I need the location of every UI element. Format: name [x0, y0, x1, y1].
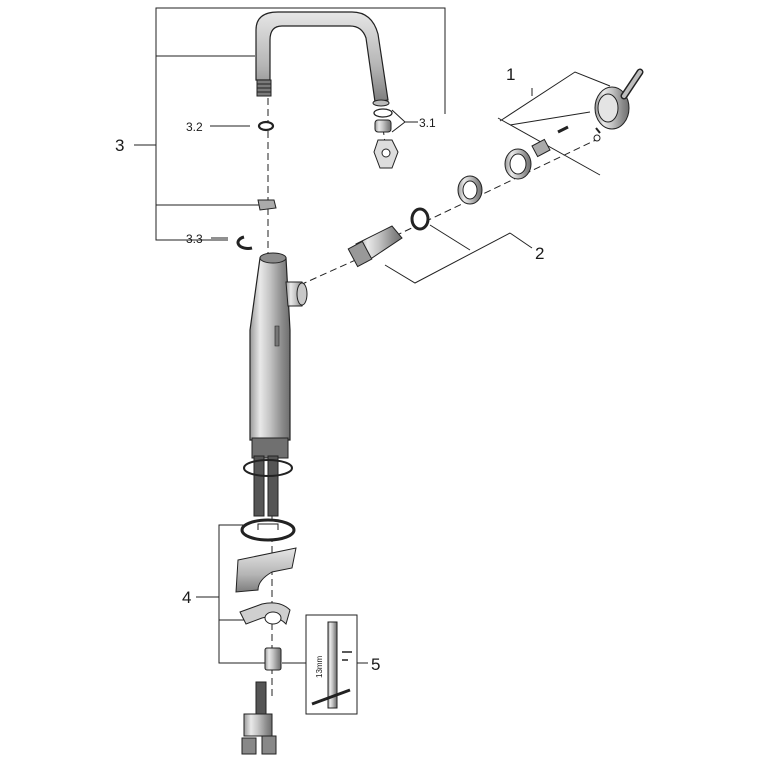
cartridge-seal [410, 207, 430, 231]
callout-4: 4 [182, 588, 191, 607]
tool-size-label: 13mm [315, 655, 324, 678]
handle-adapter [531, 138, 551, 158]
callout-1: 1 [506, 65, 515, 84]
callout-5: 5 [371, 655, 380, 674]
handle-assembly [531, 68, 644, 158]
aerator-insert [374, 119, 392, 133]
aerator-ring [373, 108, 393, 118]
o-ring-3-2 [257, 120, 275, 132]
mounting-gasket [240, 518, 296, 542]
faucet-body [249, 252, 308, 459]
mounting-nut [264, 647, 282, 671]
wrench-tool [305, 614, 358, 715]
spout-retaining-clip [257, 199, 277, 211]
mounting-bracket [235, 547, 297, 593]
flex-hoses [241, 455, 293, 755]
clip-3-3 [236, 235, 253, 250]
spout [255, 11, 390, 107]
cartridge-assembly [347, 148, 532, 268]
assembly-axes [267, 98, 601, 700]
callout-3-1: 3.1 [419, 116, 436, 130]
callout-3-2: 3.2 [186, 120, 203, 134]
leader-lines [134, 7, 611, 664]
mounting-kit [235, 518, 297, 671]
callout-3: 3 [115, 136, 124, 155]
aerator-parts [373, 108, 399, 169]
callout-2: 2 [535, 244, 544, 263]
small-screw [557, 125, 569, 134]
mounting-washer [239, 602, 291, 625]
callout-3-3: 3.3 [186, 232, 203, 246]
